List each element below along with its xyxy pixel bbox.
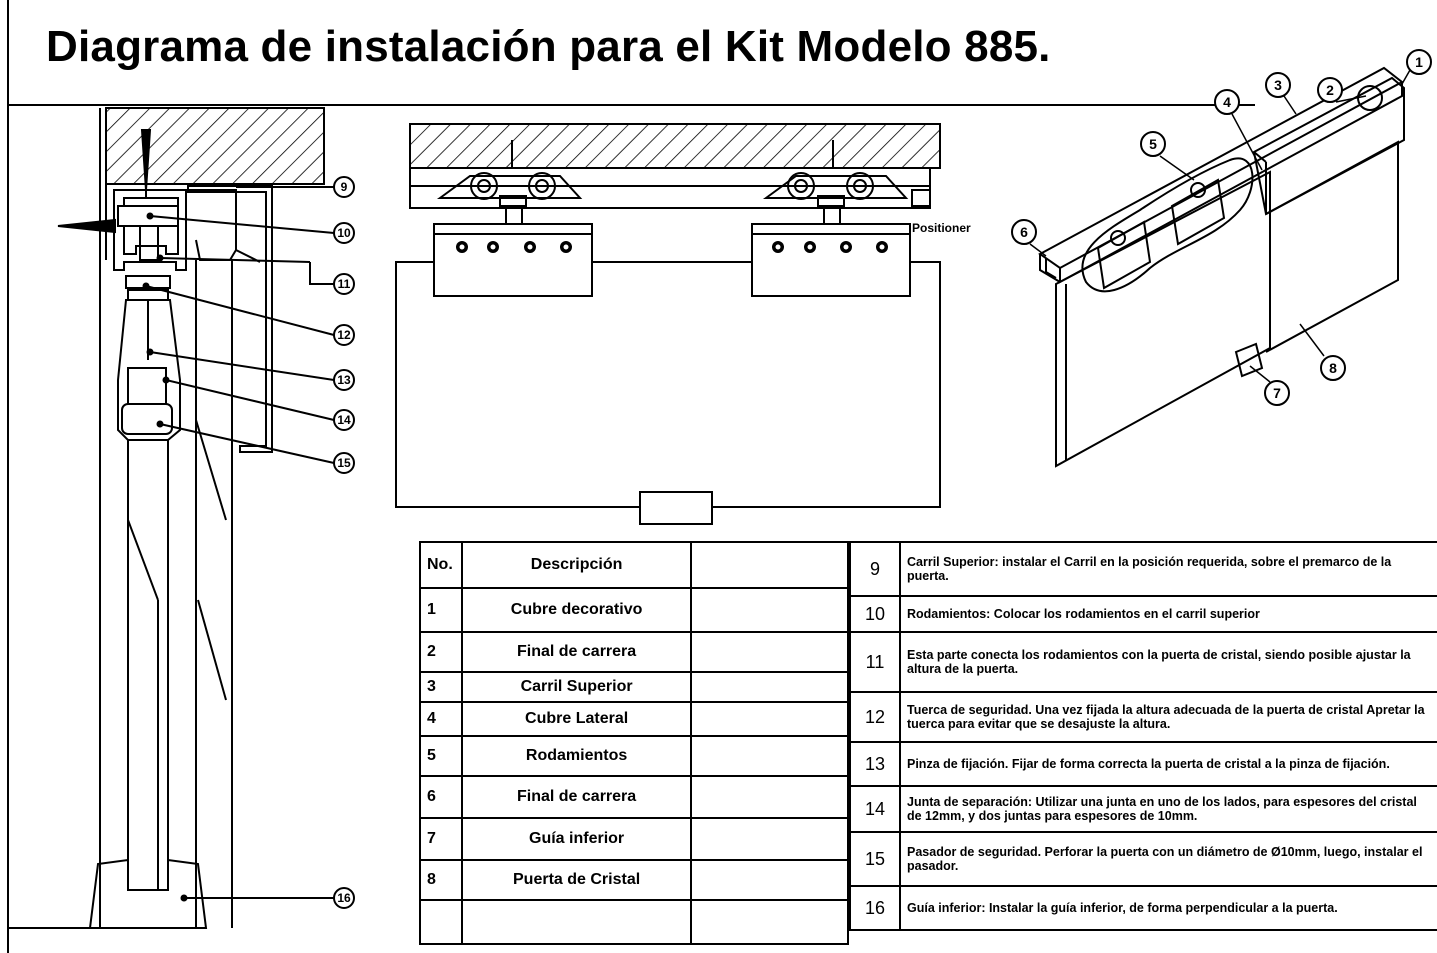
page-frame xyxy=(7,0,1255,953)
step-text: Esta parte conecta los rodamientos con l… xyxy=(899,631,1437,693)
callout-5: 5 xyxy=(1149,136,1157,152)
table-row: 9 Carril Superior: instalar el Carril en… xyxy=(849,541,1437,597)
row-no: 5 xyxy=(419,735,463,777)
parts-table: No. Descripción 1 Cubre decorativo 2 Fin… xyxy=(419,541,849,945)
callout-7: 7 xyxy=(1273,385,1281,401)
row-description: Carril Superior xyxy=(460,671,693,703)
row-empty xyxy=(690,775,849,819)
step-text: Guía inferior: Instalar la guía inferior… xyxy=(899,885,1437,931)
table-row: 2 Final de carrera xyxy=(419,631,849,673)
row-description: Cubre Lateral xyxy=(460,701,693,737)
row-empty xyxy=(690,587,849,633)
step-no: 13 xyxy=(849,741,901,787)
row-empty xyxy=(690,859,849,901)
row-empty xyxy=(690,899,849,945)
table-row: 3 Carril Superior xyxy=(419,671,849,703)
front-elevation xyxy=(395,123,941,525)
row-description: Final de carrera xyxy=(460,631,693,673)
table-row: 16 Guía inferior: Instalar la guía infer… xyxy=(849,885,1437,931)
row-no xyxy=(419,899,463,945)
row-description: Guía inferior xyxy=(460,817,693,861)
step-no: 12 xyxy=(849,691,901,743)
table-row: 5 Rodamientos xyxy=(419,735,849,777)
step-text: Junta de separación: Utilizar una junta … xyxy=(899,785,1437,833)
table-row: 14 Junta de separación: Utilizar una jun… xyxy=(849,785,1437,833)
row-no: 2 xyxy=(419,631,463,673)
callout-8: 8 xyxy=(1329,360,1337,376)
row-no: 8 xyxy=(419,859,463,901)
callout-4: 4 xyxy=(1223,94,1231,110)
isometric-view xyxy=(1038,66,1405,468)
step-no: 10 xyxy=(849,595,901,633)
table-row: 1 Cubre decorativo xyxy=(419,587,849,633)
row-empty xyxy=(690,631,849,673)
row-description: Final de carrera xyxy=(460,775,693,819)
step-no: 9 xyxy=(849,541,901,597)
table-row: 13 Pinza de fijación. Fijar de forma cor… xyxy=(849,741,1437,787)
callout-14: 14 xyxy=(337,413,351,427)
table-row: 11 Esta parte conecta los rodamientos co… xyxy=(849,631,1437,693)
table-row: 6 Final de carrera xyxy=(419,775,849,819)
step-no: 15 xyxy=(849,831,901,887)
table-row: 15 Pasador de seguridad. Perforar la pue… xyxy=(849,831,1437,887)
table-row: 4 Cubre Lateral xyxy=(419,701,849,737)
table-row-empty xyxy=(419,899,849,945)
callout-2: 2 xyxy=(1326,82,1334,98)
row-empty xyxy=(690,817,849,861)
table-row: 8 Puerta de Cristal xyxy=(419,859,849,901)
callout-11: 11 xyxy=(338,277,351,291)
callout-10: 10 xyxy=(337,226,351,240)
step-no: 14 xyxy=(849,785,901,833)
row-empty xyxy=(690,735,849,777)
step-text: Pasador de seguridad. Perforar la puerta… xyxy=(899,831,1437,887)
callout-13: 13 xyxy=(337,373,351,387)
step-text: Pinza de fijación. Fijar de forma correc… xyxy=(899,741,1437,787)
header-empty xyxy=(690,541,849,589)
row-no: 4 xyxy=(419,701,463,737)
callout-1: 1 xyxy=(1415,54,1423,70)
table-row: 10 Rodamientos: Colocar los rodamientos … xyxy=(849,595,1437,633)
table-header-row: No. Descripción xyxy=(419,541,849,589)
step-text: Carril Superior: instalar el Carril en l… xyxy=(899,541,1437,597)
iso-callouts xyxy=(1011,49,1432,406)
step-no: 16 xyxy=(849,885,901,931)
callout-16: 16 xyxy=(337,891,351,905)
table-row: 12 Tuerca de seguridad. Una vez fijada l… xyxy=(849,691,1437,743)
row-empty xyxy=(690,671,849,703)
table-row: 7 Guía inferior xyxy=(419,817,849,861)
header-no: No. xyxy=(419,541,463,589)
callout-9: 9 xyxy=(341,180,348,194)
step-text: Rodamientos: Colocar los rodamientos en … xyxy=(899,595,1437,633)
step-no: 11 xyxy=(849,631,901,693)
row-no: 7 xyxy=(419,817,463,861)
row-description: Cubre decorativo xyxy=(460,587,693,633)
row-description xyxy=(460,899,693,945)
step-text: Tuerca de seguridad. Una vez fijada la a… xyxy=(899,691,1437,743)
row-description: Rodamientos xyxy=(460,735,693,777)
row-empty xyxy=(690,701,849,737)
row-no: 3 xyxy=(419,671,463,703)
section-callouts xyxy=(333,176,355,909)
positioner-label: Positioner xyxy=(912,221,971,235)
section-view xyxy=(57,107,335,929)
callout-15: 15 xyxy=(337,456,351,470)
row-no: 6 xyxy=(419,775,463,819)
callout-12: 12 xyxy=(337,328,351,342)
row-description: Puerta de Cristal xyxy=(460,859,693,901)
callout-3: 3 xyxy=(1274,77,1282,93)
steps-table: 9 Carril Superior: instalar el Carril en… xyxy=(849,541,1437,931)
page-title: Diagrama de instalación para el Kit Mode… xyxy=(46,22,1051,71)
callout-6: 6 xyxy=(1020,224,1028,240)
clamp-holes xyxy=(456,241,888,253)
row-no: 1 xyxy=(419,587,463,633)
header-description: Descripción xyxy=(460,541,693,589)
